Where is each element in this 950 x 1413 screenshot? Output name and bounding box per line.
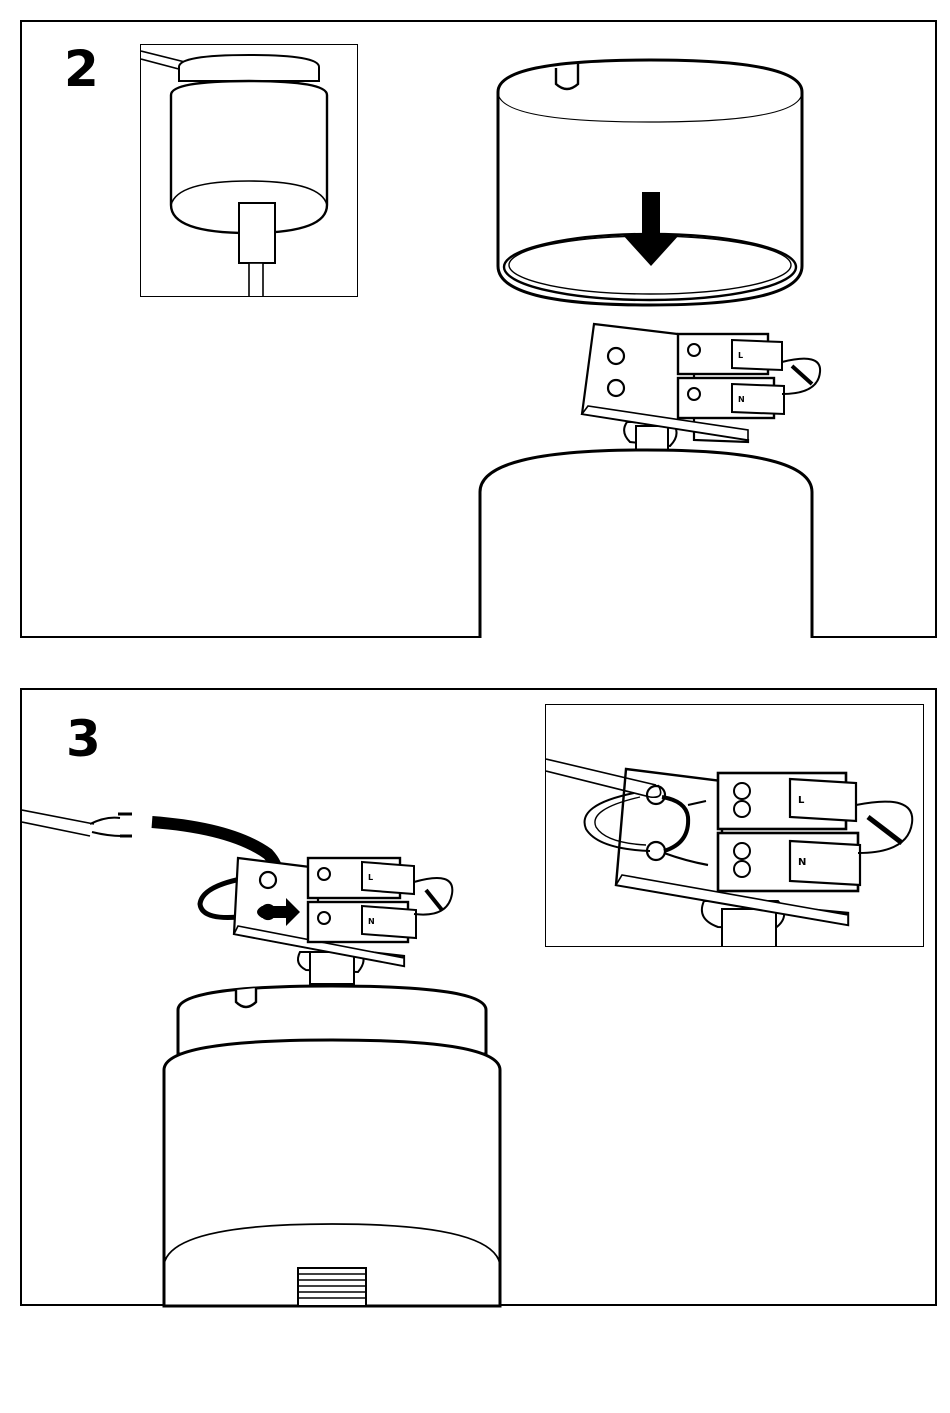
terminal-label-neutral: N (368, 917, 375, 926)
terminal-label-live: L (368, 873, 373, 882)
step-3-panel: 3 (20, 688, 937, 1306)
canopy-housing (164, 986, 500, 1306)
lamp-body (480, 450, 812, 638)
lamp-cover-shade (498, 60, 802, 305)
step-2-illustration: L N (22, 22, 939, 640)
terminal-label-live: L (738, 351, 743, 360)
step-3-illustration: L N (22, 690, 939, 1308)
terminal-block: L N (234, 858, 452, 984)
mains-cable (22, 810, 132, 836)
terminal-block: L N (582, 324, 820, 458)
step-2-panel: 2 (20, 20, 937, 638)
terminal-label-neutral: N (738, 395, 745, 404)
